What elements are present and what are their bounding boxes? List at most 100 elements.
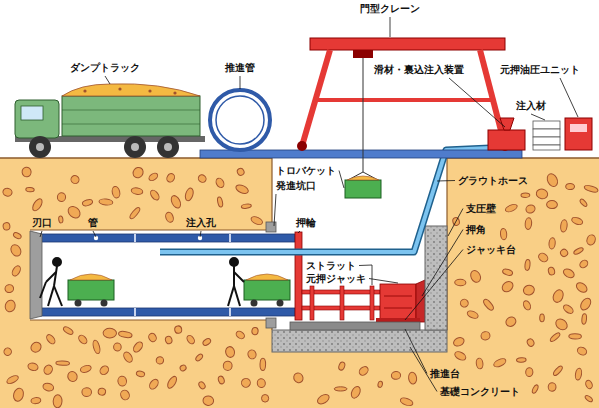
bucket <box>345 180 381 198</box>
rock <box>408 372 418 385</box>
thrust-bed <box>290 322 420 330</box>
dump-truck <box>62 124 200 125</box>
rock <box>9 243 23 258</box>
rock <box>66 204 83 220</box>
rock <box>292 371 305 384</box>
rock <box>131 165 145 179</box>
rock <box>579 296 593 311</box>
rock <box>493 357 507 368</box>
rock <box>559 248 569 258</box>
rock <box>250 215 264 226</box>
leader-line <box>560 78 578 117</box>
worker <box>234 272 244 282</box>
rock <box>164 211 174 223</box>
rock <box>522 284 535 297</box>
rock <box>526 338 535 348</box>
part-label: 元押油圧ユニット <box>500 64 580 75</box>
part-label: 注入孔 <box>186 217 216 228</box>
rock <box>334 387 347 391</box>
rock <box>225 346 236 358</box>
rock <box>586 234 597 246</box>
part-label: ストラット <box>306 260 356 271</box>
rock <box>113 343 121 351</box>
rock <box>522 300 532 311</box>
grout-bags <box>533 145 560 150</box>
base-concrete <box>272 330 447 352</box>
rock <box>500 228 507 240</box>
rock <box>174 325 182 333</box>
grout-bags <box>533 129 560 137</box>
jack-stand <box>376 318 420 322</box>
rock <box>257 378 266 388</box>
grout-bags <box>533 121 560 129</box>
rock <box>26 187 35 192</box>
rock <box>202 337 212 346</box>
rock <box>62 326 74 336</box>
grout-hose <box>160 148 490 252</box>
rock <box>504 315 517 328</box>
struts <box>340 286 344 320</box>
pipe <box>134 234 136 242</box>
rock <box>103 328 117 338</box>
rock <box>203 395 215 406</box>
worker <box>53 258 61 266</box>
dump-truck <box>148 89 151 92</box>
shaft <box>271 158 272 230</box>
worker <box>230 258 238 266</box>
part-label: グラウトホース <box>458 175 528 186</box>
dump-truck <box>83 89 86 92</box>
worker <box>233 266 235 286</box>
gantry-crane <box>297 141 307 151</box>
cart <box>68 280 114 300</box>
rock <box>540 314 545 322</box>
rock <box>80 364 92 373</box>
rock <box>575 281 589 295</box>
rock <box>129 206 142 220</box>
part-label: 押角 <box>466 224 486 235</box>
rock <box>500 279 515 294</box>
rock <box>179 364 187 372</box>
struts <box>310 286 314 320</box>
rock <box>6 374 20 385</box>
rock <box>122 351 134 364</box>
leader-line <box>200 231 201 237</box>
rock <box>223 361 233 371</box>
tunnel <box>30 319 272 320</box>
dump-truck <box>15 84 205 158</box>
leader-line <box>422 230 463 297</box>
worker <box>54 266 57 286</box>
part-label: 発進坑口 <box>276 180 316 191</box>
part-label: 推進管 <box>225 62 255 73</box>
pipe <box>229 308 231 316</box>
rock <box>455 279 466 286</box>
ground <box>0 158 599 408</box>
gantry-crane <box>315 98 493 102</box>
leader-line <box>105 76 110 84</box>
tunnel <box>30 230 274 320</box>
rock <box>338 361 346 371</box>
rock <box>584 184 599 193</box>
rock <box>562 267 576 279</box>
part-label: 支圧壁 <box>466 203 496 214</box>
pipe <box>134 308 136 316</box>
part-label: 門型クレーン <box>360 3 420 14</box>
worker <box>48 286 54 306</box>
jack-stand <box>376 318 420 322</box>
leader-line <box>93 231 96 237</box>
shaft-entrance <box>266 318 276 328</box>
reaction-wall <box>425 226 447 330</box>
rock <box>545 172 559 188</box>
rock <box>358 365 370 377</box>
main-jack <box>384 296 412 297</box>
part-label: ダンプトラック <box>70 62 140 73</box>
rock <box>581 314 587 325</box>
dump-truck <box>62 84 200 96</box>
cart <box>75 300 82 307</box>
part-label: 管 <box>88 217 98 228</box>
rock <box>566 183 575 189</box>
rock <box>31 397 41 404</box>
rock <box>13 232 23 240</box>
rock <box>560 219 568 232</box>
rock <box>236 167 245 176</box>
